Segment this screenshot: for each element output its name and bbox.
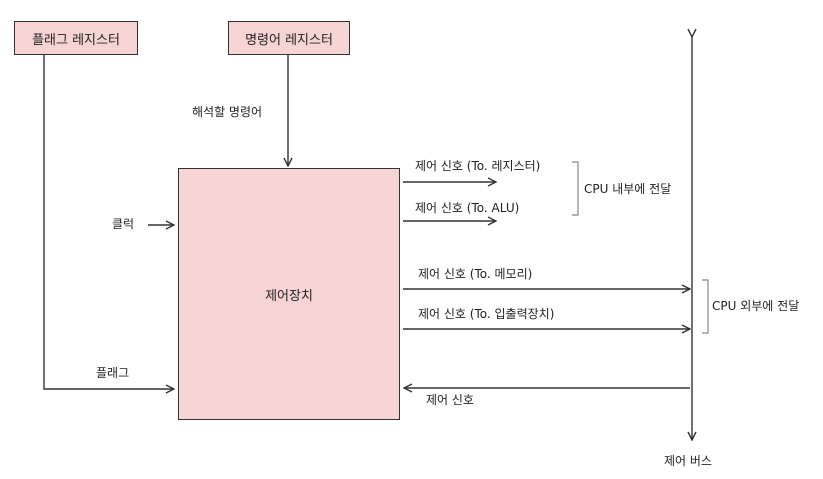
cpu-external-label: CPU 외부에 전달 xyxy=(712,299,800,313)
flag-line xyxy=(43,55,174,389)
control-unit-label: 제어장치 xyxy=(265,288,313,304)
instruction-register-label: 명령어 레지스터 xyxy=(245,32,333,48)
control-bus-label: 제어 버스 xyxy=(664,454,712,468)
bracket-external xyxy=(702,279,709,334)
control-unit-box: 제어장치 xyxy=(178,168,400,420)
signal-register-label: 제어 신호 (To. 레지스터) xyxy=(415,159,541,173)
clock-label: 클럭 xyxy=(112,217,135,231)
signal-io-label: 제어 신호 (To. 입출력장치) xyxy=(418,307,555,321)
bracket-internal xyxy=(572,161,579,216)
signal-memory-label: 제어 신호 (To. 메모리) xyxy=(418,267,533,281)
flag-label: 플래그 xyxy=(96,366,130,380)
cpu-internal-label: CPU 내부에 전달 xyxy=(584,182,672,196)
flag-register-box: 플래그 레지스터 xyxy=(14,21,138,55)
instruction-register-box: 명령어 레지스터 xyxy=(228,21,350,55)
signal-in-label: 제어 신호 xyxy=(426,393,474,407)
instruction-to-decode-label: 해석할 명령어 xyxy=(192,105,263,119)
flag-register-label: 플래그 레지스터 xyxy=(32,32,120,48)
signal-alu-label: 제어 신호 (To. ALU) xyxy=(415,201,520,215)
